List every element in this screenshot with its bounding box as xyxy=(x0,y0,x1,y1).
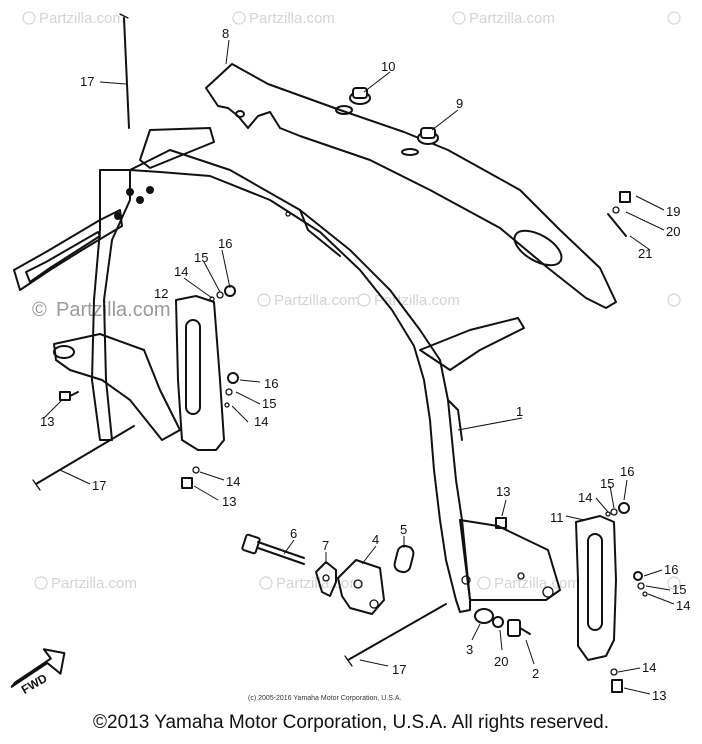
callout-1: 1 xyxy=(516,404,523,419)
callout-17: 17 xyxy=(92,478,106,493)
callout-13: 13 xyxy=(652,688,666,703)
part-2-bolt xyxy=(507,619,531,637)
callout-14: 14 xyxy=(676,598,690,613)
callout-17: 17 xyxy=(392,662,406,677)
callout-16: 16 xyxy=(620,464,634,479)
part-20-washer xyxy=(492,616,504,628)
callout-16: 16 xyxy=(264,376,278,391)
callout-11: 11 xyxy=(550,510,564,525)
callout-4: 4 xyxy=(372,532,379,547)
watermark-text-prominent: © xyxy=(32,299,47,321)
watermark-text: Partzilla.com xyxy=(494,575,580,592)
part-11-right-bracket xyxy=(575,515,617,661)
part-9-nut xyxy=(417,127,439,145)
watermark-text-prominent: Partzilla.com xyxy=(56,299,170,321)
callout-8: 8 xyxy=(222,26,229,41)
callout-7: 7 xyxy=(322,538,329,553)
watermark-text: Partzilla.com xyxy=(249,10,335,27)
callout-13: 13 xyxy=(40,414,54,429)
callout-16: 16 xyxy=(218,236,232,251)
callout-6: 6 xyxy=(290,526,297,541)
fwd-label: FWD xyxy=(19,671,50,697)
leader-lines xyxy=(43,39,675,695)
fastener-hardware xyxy=(59,191,648,693)
watermark-text: Partzilla.com xyxy=(374,292,460,309)
watermark-text: Partzilla.com xyxy=(39,10,125,27)
callout-14: 14 xyxy=(226,474,240,489)
watermarks: Partzilla.com Partzilla.com Partzilla.co… xyxy=(22,10,681,592)
callout-21: 21 xyxy=(638,246,652,261)
callout-14: 14 xyxy=(174,264,188,279)
callout-16: 16 xyxy=(664,562,678,577)
callout-12: 12 xyxy=(154,286,168,301)
callout-15: 15 xyxy=(194,250,208,265)
callout-5: 5 xyxy=(400,522,407,537)
callout-17: 17 xyxy=(80,74,94,89)
callout-10: 10 xyxy=(381,59,395,74)
part-8-upper-bar xyxy=(205,63,617,309)
watermark-text: Partzilla.com xyxy=(274,292,360,309)
callout-2: 2 xyxy=(532,666,539,681)
callout-20: 20 xyxy=(666,224,680,239)
part-17-rod-left xyxy=(32,425,135,491)
inner-copyright: (c) 2005-2016 Yamaha Motor Corporation, … xyxy=(248,695,401,702)
callout-3: 3 xyxy=(466,642,473,657)
callout-14: 14 xyxy=(578,490,592,505)
part-12-left-bracket xyxy=(175,295,225,451)
callout-labels: 8 10 9 17 19 20 21 1 16 15 14 12 16 15 1… xyxy=(40,26,690,703)
part-4-block xyxy=(337,559,385,615)
callout-15: 15 xyxy=(672,582,686,597)
callout-15: 15 xyxy=(600,476,614,491)
callout-14: 14 xyxy=(642,660,656,675)
fwd-arrow: FWD xyxy=(10,648,66,697)
part-5-collar xyxy=(393,544,415,574)
part-10-nut xyxy=(349,87,371,105)
callout-13: 13 xyxy=(222,494,236,509)
part-6-bolt xyxy=(241,533,305,565)
part-17-rod-top xyxy=(119,13,130,129)
callout-14: 14 xyxy=(254,414,268,429)
left-bracket-assembly xyxy=(13,186,181,441)
callout-15: 15 xyxy=(262,396,276,411)
callout-19: 19 xyxy=(666,204,680,219)
part-17-rod-bottom xyxy=(344,603,447,667)
callout-9: 9 xyxy=(456,96,463,111)
callout-13: 13 xyxy=(496,484,510,499)
part-3-washer xyxy=(474,608,494,624)
callout-20: 20 xyxy=(494,654,508,669)
watermark-text: Partzilla.com xyxy=(469,10,555,27)
footer-copyright: ©2013 Yamaha Motor Corporation, U.S.A. A… xyxy=(93,712,609,733)
watermark-text: Partzilla.com xyxy=(51,575,137,592)
